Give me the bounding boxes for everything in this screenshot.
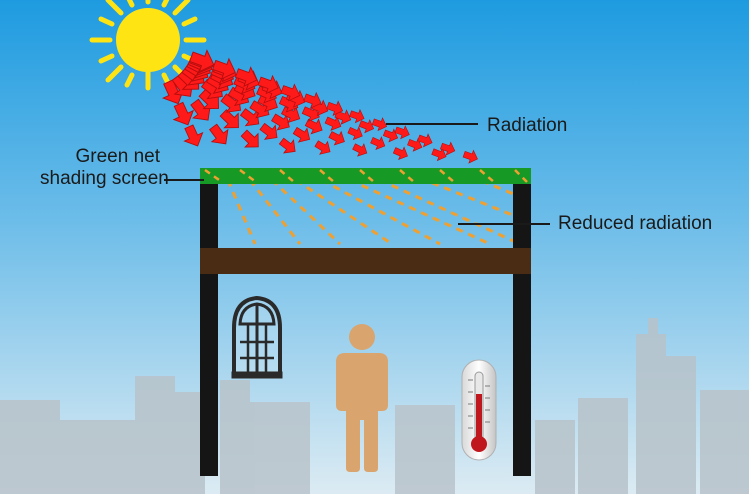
rays-through-net xyxy=(204,168,528,184)
net-ray-segment xyxy=(359,169,375,183)
net-ray-segment xyxy=(439,169,455,183)
reduced-ray xyxy=(295,178,393,246)
sun-icon xyxy=(89,0,207,91)
city-skyline xyxy=(0,318,749,494)
net-ray-segment xyxy=(399,169,415,183)
reduced-ray xyxy=(419,176,526,222)
net-ray-segment xyxy=(479,169,495,183)
wooden-beam xyxy=(200,248,531,274)
reduced-ray xyxy=(226,179,257,245)
window-icon xyxy=(231,295,283,379)
reduced-radiation-label: Reduced radiation xyxy=(558,213,713,234)
reduced-ray xyxy=(270,178,342,246)
net-ray-segment xyxy=(514,169,528,183)
net-ray-segment xyxy=(319,169,335,183)
left-post xyxy=(200,176,218,476)
net-ray-segment xyxy=(279,169,295,183)
right-post xyxy=(513,176,531,476)
reduced-ray xyxy=(248,179,302,245)
green-net-label-line2: shading screen xyxy=(40,168,169,189)
radiation-label: Radiation xyxy=(487,115,568,136)
person-icon xyxy=(336,324,388,472)
net-ray-segment xyxy=(204,168,223,184)
reduced-ray xyxy=(321,178,441,246)
green-net-label-line1: Green net xyxy=(75,146,161,167)
net-ray-segment xyxy=(239,169,257,183)
thermometer-icon xyxy=(461,359,497,461)
green-net-label: Green net shading screen xyxy=(40,146,169,190)
